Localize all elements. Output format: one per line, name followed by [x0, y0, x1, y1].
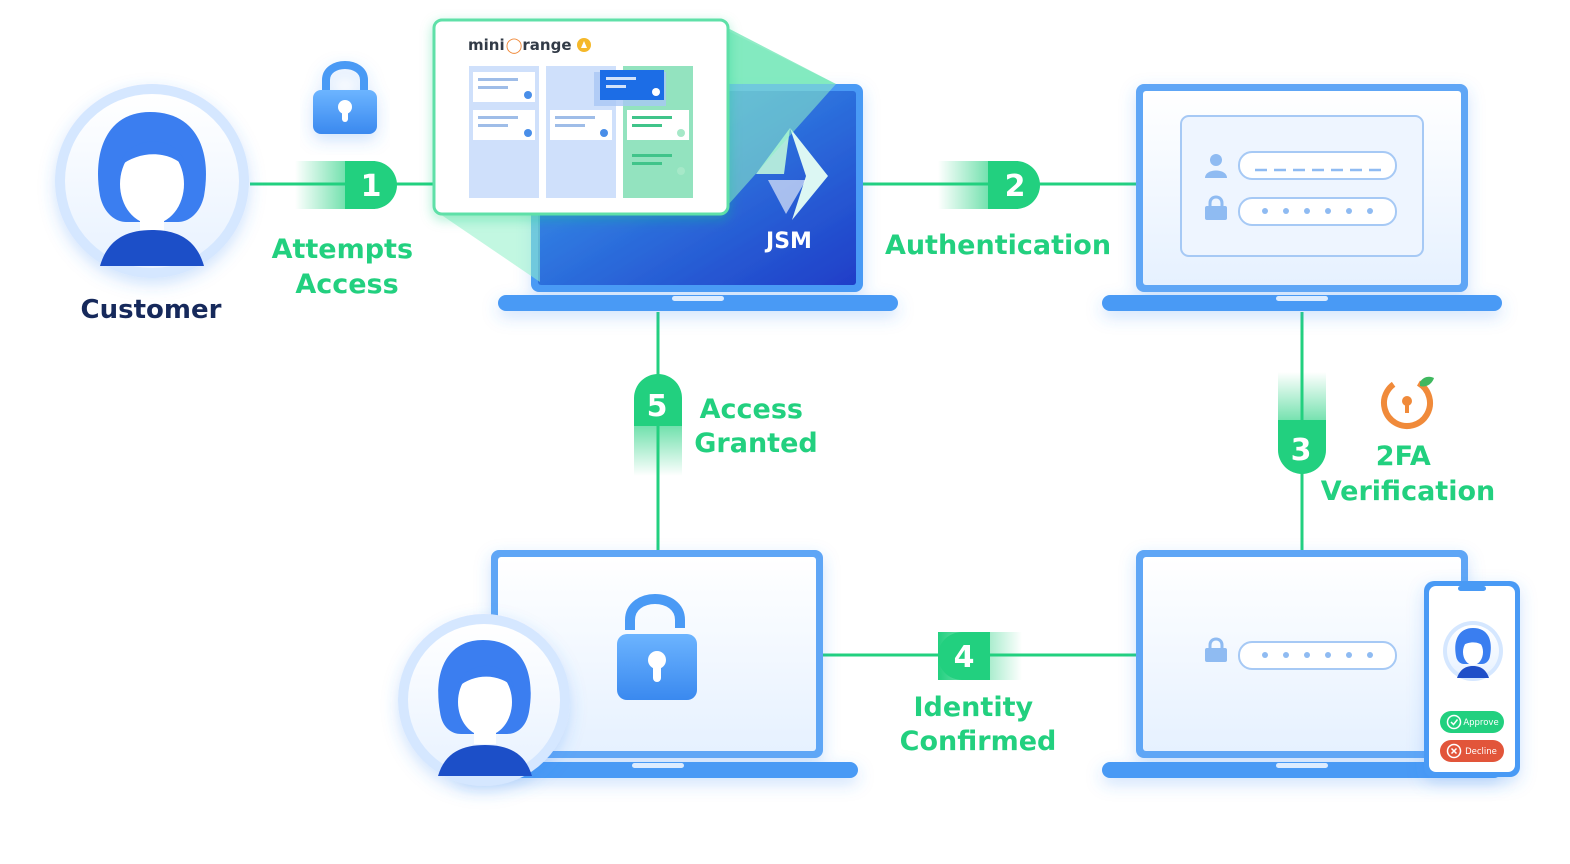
otp-field[interactable] [1238, 641, 1397, 670]
approve-label: Approve [1463, 718, 1498, 728]
user-icon [1455, 628, 1491, 678]
password-field[interactable] [1238, 197, 1397, 226]
step-5-label: Access Granted [694, 394, 817, 459]
step-4-label-line-2: Confirmed [900, 726, 1057, 757]
step-3-number: 3 [1291, 433, 1312, 468]
step-1-label-line-1: Attempts [272, 234, 413, 265]
lock-icon [1205, 637, 1227, 662]
step-3-label: 2FA Verification [1321, 441, 1495, 507]
customer-label: Customer [81, 295, 222, 325]
brand-name-left: mini [468, 36, 505, 54]
customer-avatar [55, 84, 249, 278]
brand-name: mini◯range [468, 36, 572, 54]
step-2-number: 2 [1005, 169, 1026, 204]
step-2-label-line-1: Authentication [885, 230, 1111, 261]
step-3-badge: 3 [1278, 372, 1326, 474]
phone-avatar [1443, 621, 1503, 681]
popup-spotlight-top [720, 24, 836, 84]
decline-button[interactable]: Decline [1440, 740, 1504, 762]
step-4-badge: 4 [938, 632, 1022, 680]
lock-icon [1205, 195, 1227, 220]
step-3-label-line-1: 2FA [1376, 441, 1431, 472]
user-icon [98, 112, 206, 266]
login-form [1180, 115, 1424, 257]
user-icon [1205, 154, 1227, 178]
brand-o: ◯ [506, 36, 523, 54]
approve-button[interactable]: Approve [1440, 711, 1504, 733]
x-icon [1446, 743, 1462, 759]
step-1-label-line-2: Access [295, 269, 398, 300]
step-5-label-line-2: Granted [694, 428, 817, 459]
user-icon [438, 640, 532, 776]
step-2-badge: 2 [938, 161, 1040, 209]
step-4-label-line-1: Identity [914, 692, 1034, 723]
step-2-label: Authentication [885, 230, 1111, 261]
otp-form [1205, 637, 1397, 670]
2fa-lock-icon [1381, 376, 1434, 429]
step-1-badge: 1 [295, 161, 397, 209]
step-5-badge: 5 [634, 374, 682, 476]
step-5-number: 5 [647, 389, 668, 424]
step-5-label-line-1: Access [700, 394, 803, 425]
step-1-label: Attempts Access [272, 234, 423, 300]
jsm-label: JSM [764, 229, 812, 254]
step-1-number: 1 [361, 169, 382, 204]
username-field[interactable] [1238, 151, 1397, 180]
decline-label: Decline [1465, 747, 1497, 757]
miniorange-window: mini◯range [432, 18, 730, 216]
step-4-number: 4 [954, 640, 975, 675]
step-4-label: Identity Confirmed [900, 692, 1057, 757]
step-3-label-line-2: Verification [1321, 476, 1495, 507]
unlock-icon [617, 594, 697, 700]
check-icon [1446, 714, 1462, 730]
brand-name-right: range [522, 36, 571, 54]
customer-avatar-granted [398, 614, 570, 786]
lock-icon [313, 61, 377, 134]
